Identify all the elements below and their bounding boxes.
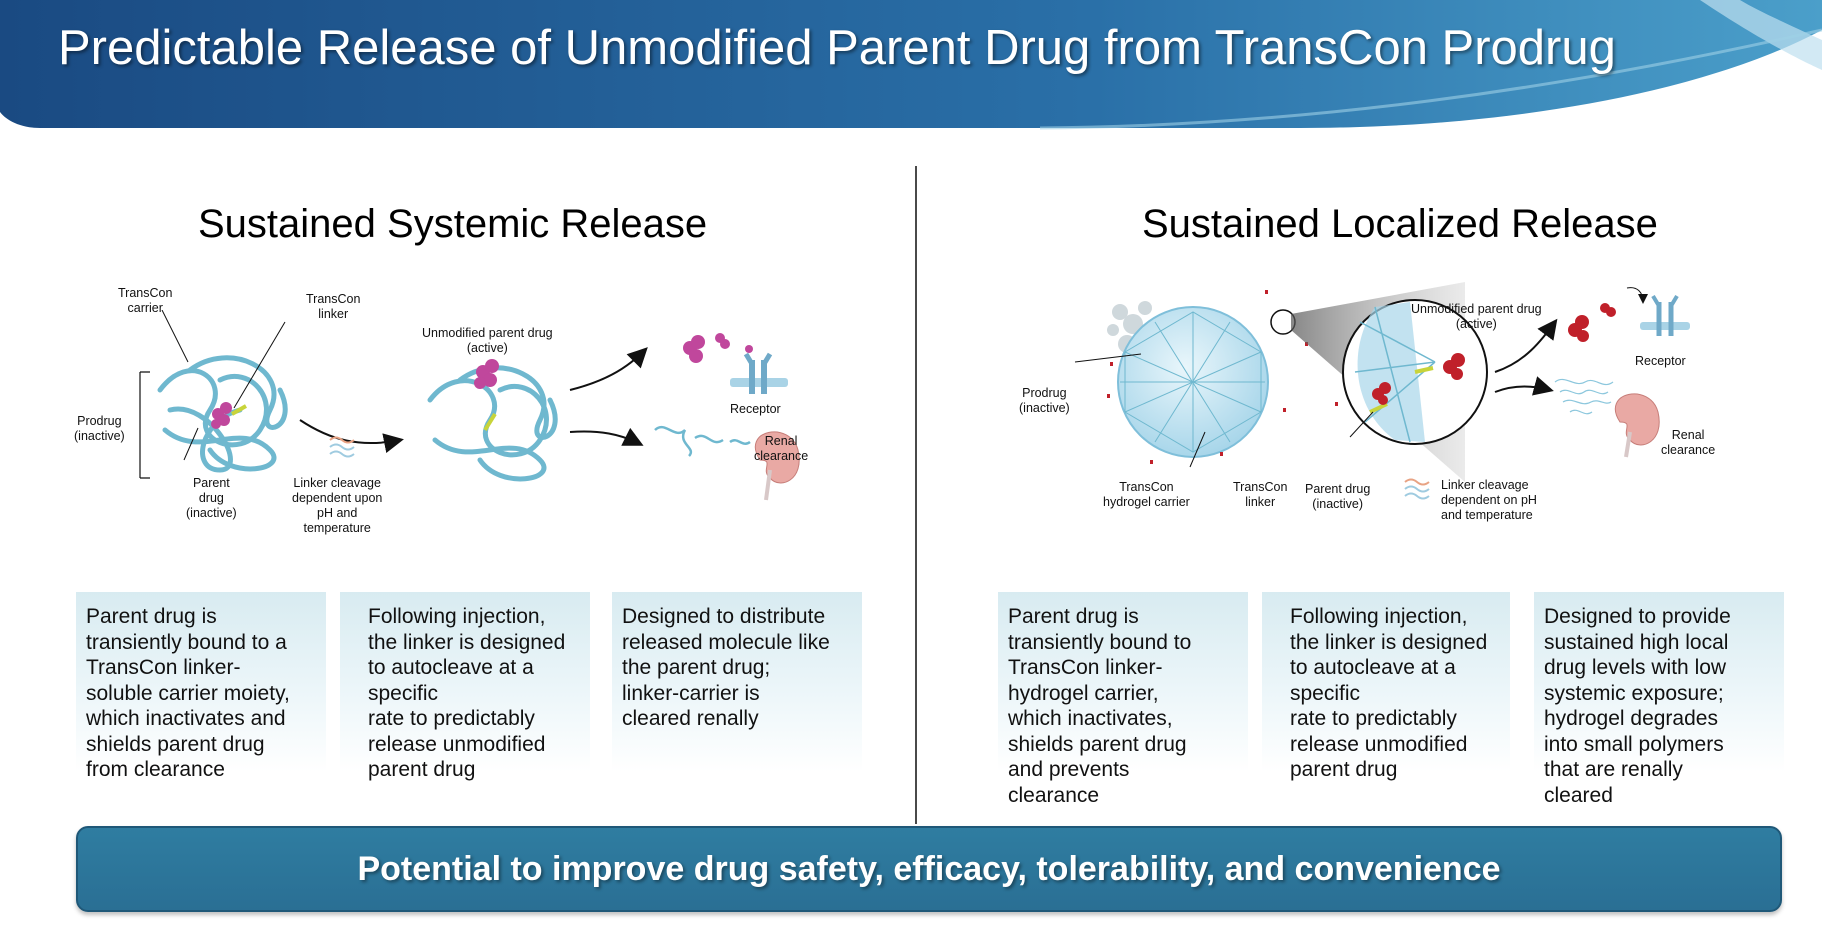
section-title-localized: Sustained Localized Release <box>1142 202 1658 246</box>
released-active-drug <box>1568 303 1616 342</box>
systemic-release-diagram: TransCon carrier TransCon linker Prodrug… <box>70 286 850 550</box>
label-unmodified-parent-drug: Unmodified parent drug (active) <box>422 326 553 355</box>
polymer-fragments <box>654 425 751 457</box>
receptor-icon-right <box>1640 294 1690 336</box>
label-receptor: Receptor <box>730 402 781 416</box>
unmodified-drug-active-molecule <box>474 359 499 389</box>
label-linker-cleavage-right: Linker cleavage dependent on pH and temp… <box>1441 478 1537 522</box>
label-receptor-right: Receptor <box>1635 354 1686 368</box>
label-transcon-carrier: TransCon carrier <box>118 286 173 315</box>
header-banner: Predictable Release of Unmodified Parent… <box>0 0 1822 132</box>
label-unmodified-parent-drug-right: Unmodified parent drug (active) <box>1411 302 1542 331</box>
ph-temperature-icon <box>329 436 355 458</box>
systemic-info-box-2: Following injection, the linker is desig… <box>340 592 590 781</box>
kidney-icon-right <box>1614 393 1660 458</box>
localized-info-box-2: Following injection, the linker is desig… <box>1262 592 1510 781</box>
localized-release-diagram: Prodrug (inactive) TransCon hydrogel car… <box>1015 282 1785 542</box>
localized-info-box-1: Parent drug is transiently bound to Tran… <box>998 592 1248 807</box>
page-title: Predictable Release of Unmodified Parent… <box>58 21 1616 75</box>
systemic-info-box-3: Designed to distribute released molecule… <box>612 592 862 772</box>
label-linker-cleavage: Linker cleavage dependent upon pH and te… <box>292 476 383 535</box>
summary-banner-text: Potential to improve drug safety, effica… <box>357 850 1501 888</box>
section-title-systemic: Sustained Systemic Release <box>198 202 708 246</box>
label-hydrogel-carrier: TransCon hydrogel carrier <box>1103 480 1190 509</box>
section-divider <box>915 166 917 824</box>
degraded-polymer-cloud <box>1554 378 1614 415</box>
label-prodrug-right: Prodrug (inactive) <box>1019 386 1070 415</box>
parent-drug-inactive-molecule <box>211 402 232 429</box>
header-background <box>0 0 1822 130</box>
release-arrow <box>299 419 404 453</box>
zoomed-hydrogel-view <box>1342 299 1488 445</box>
label-parent-drug: Parent drug (inactive) <box>186 476 237 520</box>
systemic-info-box-1: Parent drug is transiently bound to a Tr… <box>76 592 326 781</box>
receptor-icon <box>730 352 788 394</box>
localized-diagram-art <box>1074 282 1690 500</box>
transcon-linker <box>231 404 247 416</box>
label-parent-drug-right: Parent drug (inactive) <box>1305 482 1371 511</box>
label-transcon-linker: TransCon linker <box>306 292 361 321</box>
hydrogel-sphere <box>1117 306 1269 458</box>
label-prodrug: Prodrug (inactive) <box>74 414 125 443</box>
systemic-diagram-art <box>139 310 800 501</box>
transcon-carrier-polymer <box>157 355 288 473</box>
released-drug-molecules <box>683 333 753 363</box>
ph-temperature-icon-right <box>1404 478 1430 500</box>
summary-banner: Potential to improve drug safety, effica… <box>76 826 1782 912</box>
kidney-icon <box>754 431 800 501</box>
scattered-drug-molecules <box>1107 290 1338 464</box>
label-transcon-linker-right: TransCon linker <box>1233 480 1288 509</box>
localized-info-box-3: Designed to provide sustained high local… <box>1534 592 1784 807</box>
label-renal-clearance-right: Renal clearance <box>1661 428 1716 457</box>
label-renal-clearance: Renal clearance <box>754 434 809 463</box>
